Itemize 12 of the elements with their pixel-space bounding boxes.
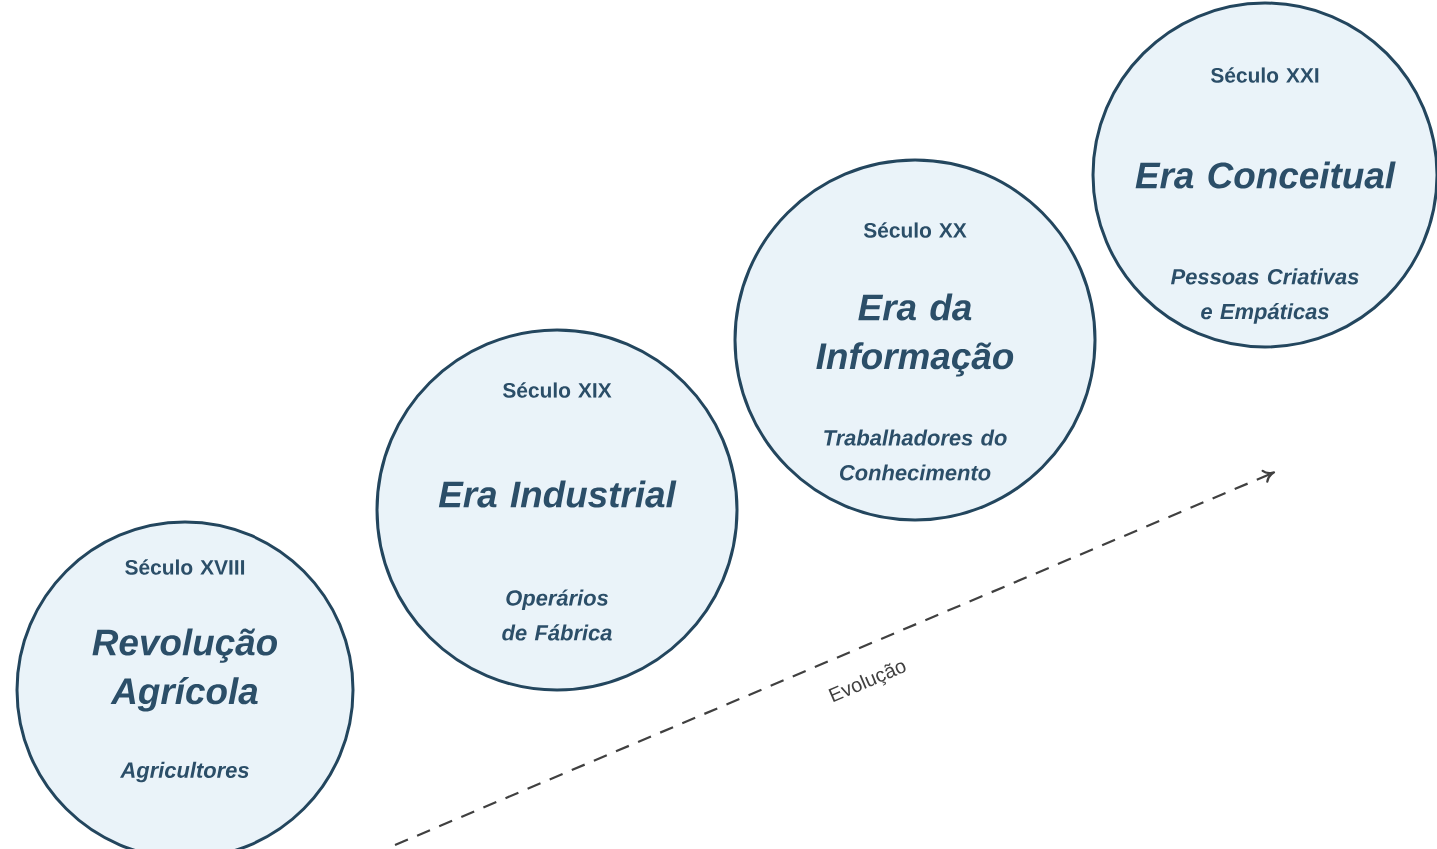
century-label: Século XXI: [1211, 67, 1319, 83]
workers-label: Operários de Fábrica: [502, 589, 612, 641]
era-title: Era da Informação: [816, 293, 1014, 377]
workers-label: Agricultores: [120, 761, 249, 783]
era-title: Era Industrial: [438, 480, 677, 508]
century-label: Século XIX: [502, 382, 612, 398]
era-title: Era Conceitual: [1135, 161, 1396, 189]
workers-label: Pessoas Criativas e Empáticas: [1171, 268, 1359, 324]
century-label: Século XVIII: [125, 559, 245, 575]
era-title: Revolução Agrícola: [92, 628, 277, 712]
workers-label: Trabalhadores do Conhecimento: [824, 429, 1007, 481]
century-label: Século XX: [863, 222, 967, 238]
